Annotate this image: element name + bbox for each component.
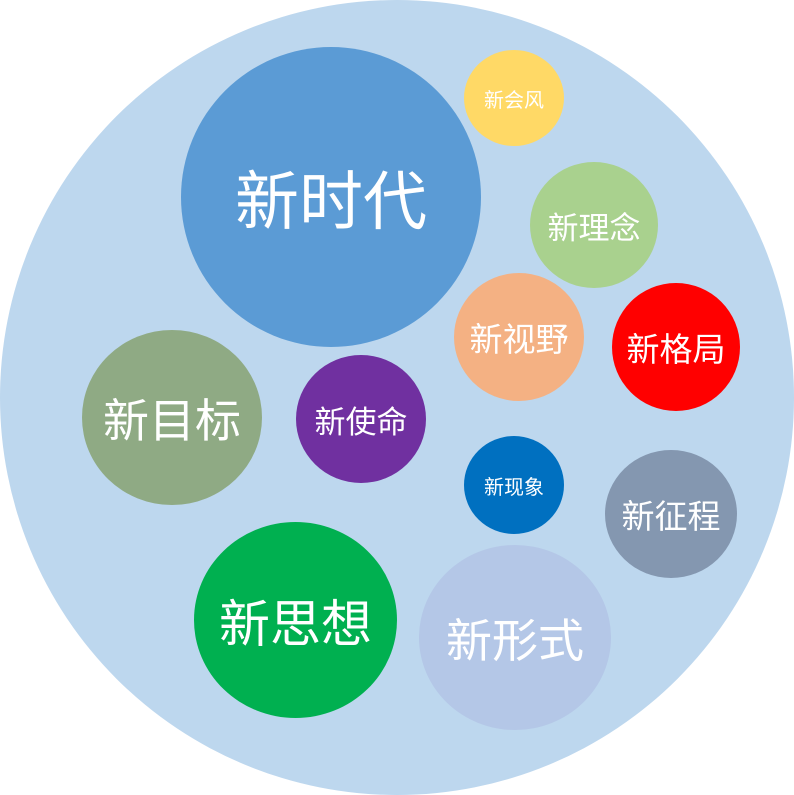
bubble-new-style: 新会风 [464,50,564,146]
bubble-new-goal: 新目标 [82,330,262,505]
bubble-new-journey: 新征程 [605,450,737,578]
bubble-new-era: 新时代 [181,47,481,347]
bubble-new-thought: 新思想 [194,522,397,718]
bubble-new-vision: 新视野 [454,273,584,401]
bubble-new-idea: 新理念 [530,162,658,288]
bubble-new-mission: 新使命 [296,355,426,483]
bubble-new-phenomenon: 新现象 [464,436,564,534]
bubble-new-form: 新形式 [419,545,611,730]
bubble-new-pattern: 新格局 [612,283,740,411]
